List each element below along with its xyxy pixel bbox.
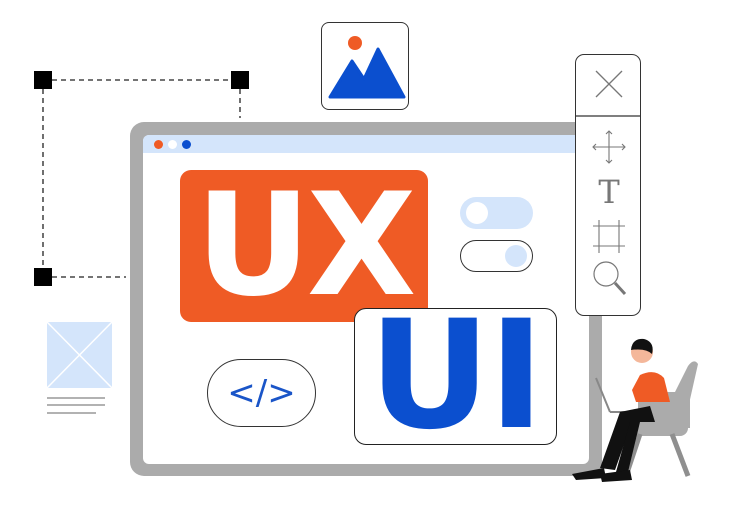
code-badge: </> <box>207 359 316 427</box>
image-placeholder-icon <box>46 321 113 414</box>
person-illustration <box>572 338 698 482</box>
selection-box <box>42 79 241 278</box>
ui-card: UI <box>354 301 557 451</box>
toggle-off[interactable] <box>460 197 533 229</box>
text-icon[interactable]: T <box>598 173 620 211</box>
image-icon <box>328 36 406 99</box>
toggle-knob <box>505 245 527 267</box>
title-bar <box>143 135 589 153</box>
selection-handle[interactable] <box>34 268 52 286</box>
image-card <box>321 22 409 110</box>
toggle-on[interactable] <box>460 240 533 272</box>
close-icon[interactable] <box>595 70 623 98</box>
crop-icon[interactable] <box>593 220 625 253</box>
selection-handle[interactable] <box>34 71 52 89</box>
toolbar: T <box>575 54 641 316</box>
ux-card: UX <box>180 170 428 322</box>
move-icon[interactable] <box>592 130 626 164</box>
search-icon[interactable] <box>593 261 627 296</box>
selection-handle[interactable] <box>231 71 249 89</box>
toggle-knob <box>466 202 488 224</box>
window-dot-orange[interactable] <box>154 140 163 149</box>
window-dot-blue[interactable] <box>182 140 191 149</box>
window-dot-white[interactable] <box>168 140 177 149</box>
